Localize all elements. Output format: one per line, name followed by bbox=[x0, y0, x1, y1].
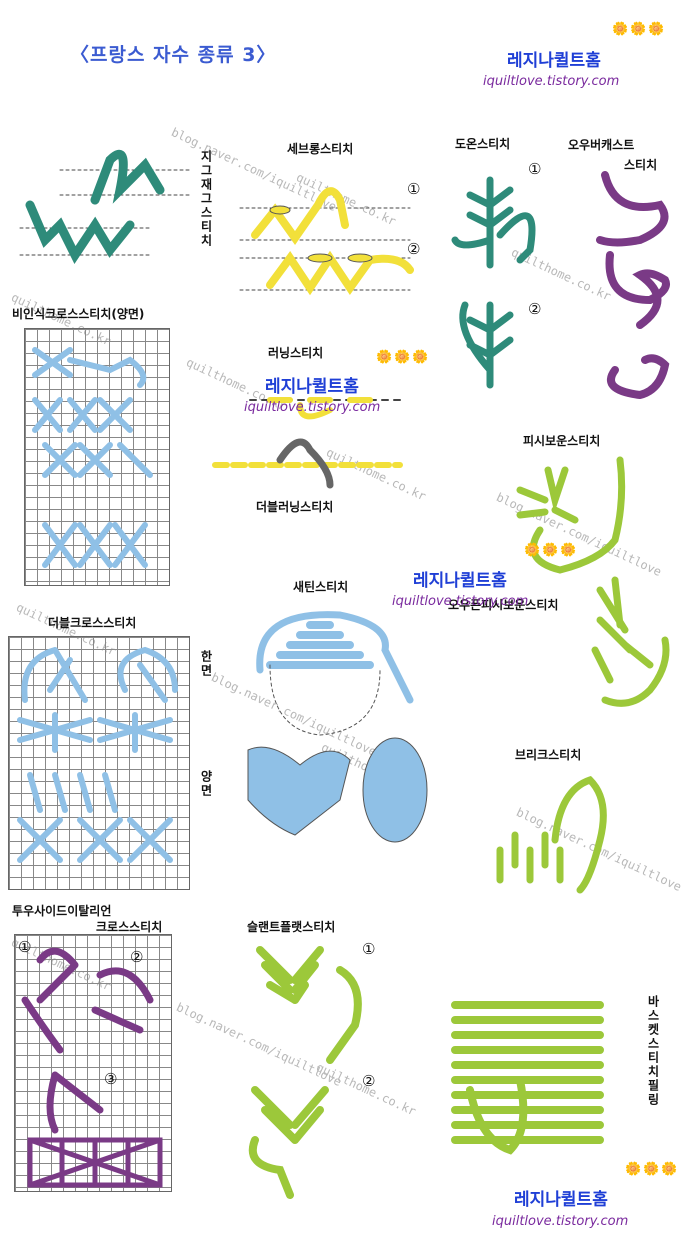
marker-two: ② bbox=[362, 1072, 376, 1090]
label-fishbone: 피시보운스티치 bbox=[523, 434, 601, 448]
flower-icons: 🌼🌼🌼 bbox=[524, 543, 579, 558]
brand-name-top: 레지나퀼트홈 bbox=[507, 51, 601, 71]
marker-one: ① bbox=[528, 160, 542, 178]
overcast-illustration bbox=[596, 171, 670, 400]
marker-one: ① bbox=[18, 938, 32, 956]
brick-illustration bbox=[496, 775, 607, 894]
label-overcast-line1: 오우버캐스트 bbox=[568, 138, 635, 152]
label-one-side: 한면 bbox=[199, 650, 213, 678]
fishbone-illustration bbox=[516, 456, 626, 574]
flower-icons: 🌼🌼🌼 bbox=[376, 350, 431, 365]
cross-stitch-illustration bbox=[32, 347, 153, 568]
label-binsik-cross: 비인식크로스스티치(양면) bbox=[12, 307, 145, 321]
marker-three: ③ bbox=[104, 1070, 118, 1088]
double-cross-illustration bbox=[17, 646, 178, 863]
brand-url-bottom: iquiltlove.tistory.com bbox=[492, 1214, 629, 1229]
brand-name-bottom: 레지나퀼트홈 bbox=[514, 1190, 608, 1210]
label-slant-flat: 슬랜트플랫스티치 bbox=[247, 920, 336, 934]
marker-two: ② bbox=[130, 948, 144, 966]
brand-url-middle-left: iquiltlove.tistory.com bbox=[244, 400, 381, 415]
page-title: 〈프랑스 자수 종류 3〉 bbox=[70, 44, 277, 66]
doon-illustration bbox=[451, 176, 536, 389]
marker-two: ② bbox=[407, 240, 421, 258]
label-sebrong: 세브롱스티치 bbox=[287, 142, 354, 156]
marker-one: ① bbox=[362, 940, 376, 958]
label-doon: 도온스티치 bbox=[455, 137, 511, 151]
zigzag-illustration bbox=[19, 149, 191, 264]
label-two-sided-italian-line2: 크로스스티치 bbox=[96, 920, 163, 934]
flower-icons: 🌼🌼🌼 bbox=[625, 1162, 680, 1177]
italian-cross-illustration bbox=[21, 947, 163, 1188]
label-brick: 브리크스티치 bbox=[515, 748, 582, 762]
slant-flat-illustration bbox=[248, 946, 362, 1199]
satin-illustration bbox=[247, 611, 428, 843]
brand-name-middle-left: 레지나퀼트홈 bbox=[265, 377, 359, 397]
brand-url-top: iquiltlove.tistory.com bbox=[483, 74, 620, 89]
flower-icons: 🌼🌼🌼 bbox=[612, 22, 667, 37]
marker-two: ② bbox=[528, 300, 542, 318]
running-illustration bbox=[212, 397, 403, 489]
label-double-running: 더블러닝스티치 bbox=[256, 500, 334, 514]
label-zigzag: 지그재그스티치 bbox=[199, 150, 213, 248]
basket-filling-illustration bbox=[451, 1001, 604, 1155]
sebrong-illustration bbox=[239, 187, 414, 296]
label-two-sided-italian-line1: 투우사이드이탈리언 bbox=[12, 904, 112, 918]
brand-name-middle-center: 레지나퀼트홈 bbox=[413, 571, 507, 591]
open-fishbone-illustration bbox=[591, 576, 670, 707]
label-running: 러닝스티치 bbox=[268, 346, 324, 360]
label-open-fishbone: 오우픈피시보운스티치 bbox=[448, 598, 559, 612]
label-double-cross: 더블크로스스티치 bbox=[48, 616, 137, 630]
marker-one: ① bbox=[407, 180, 421, 198]
brand-url-middle-center: iquiltlove.tistory.com bbox=[392, 594, 529, 609]
label-both-sides: 양면 bbox=[199, 770, 213, 798]
label-overcast-line2: 스티치 bbox=[624, 158, 658, 172]
label-satin: 새틴스티치 bbox=[293, 580, 349, 594]
label-basket-filling: 바스켓스티치필링 bbox=[646, 995, 660, 1107]
